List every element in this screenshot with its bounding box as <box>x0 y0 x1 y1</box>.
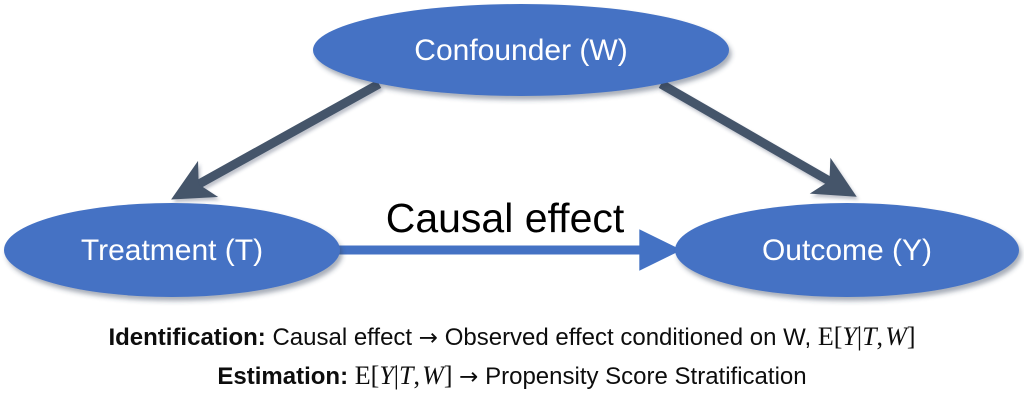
identification-arrow-icon: → <box>418 325 439 351</box>
edge-confounder-to-outcome <box>658 80 857 197</box>
identification-label: Identification: <box>108 324 266 351</box>
outcome-label: Outcome (Y) <box>762 234 932 267</box>
estimation-math-expression: E[Y|T, W] <box>354 361 453 390</box>
treatment-ellipse[interactable] <box>4 203 340 297</box>
edge-confounder-to-treatment <box>171 80 382 200</box>
caption-block: Identification: Causal effect → Observed… <box>0 318 1024 396</box>
identification-math-expression: E[Y|T, W] <box>817 322 916 351</box>
caption-line-estimation: Estimation: E[Y|T, W] → Propensity Score… <box>0 357 1024 396</box>
identification-text-before: Causal effect <box>272 324 413 351</box>
node-confounder[interactable]: Confounder (W) <box>313 4 729 96</box>
identification-text-middle: Observed effect conditioned on W, <box>444 324 812 351</box>
caption-line-identification: Identification: Causal effect → Observed… <box>0 318 1024 357</box>
outcome-ellipse[interactable] <box>675 203 1019 297</box>
node-outcome[interactable]: Outcome (Y) <box>675 203 1019 297</box>
estimation-arrow-icon: → <box>459 364 479 390</box>
estimation-text-after: Propensity Score Stratification <box>485 363 807 390</box>
confounder-ellipse[interactable] <box>313 4 729 96</box>
treatment-label: Treatment (T) <box>81 234 263 267</box>
estimation-label: Estimation: <box>217 363 349 390</box>
node-treatment[interactable]: Treatment (T) <box>4 203 340 297</box>
confounder-label: Confounder (W) <box>414 34 627 67</box>
causal-effect-edge-label: Causal effect <box>386 195 625 241</box>
